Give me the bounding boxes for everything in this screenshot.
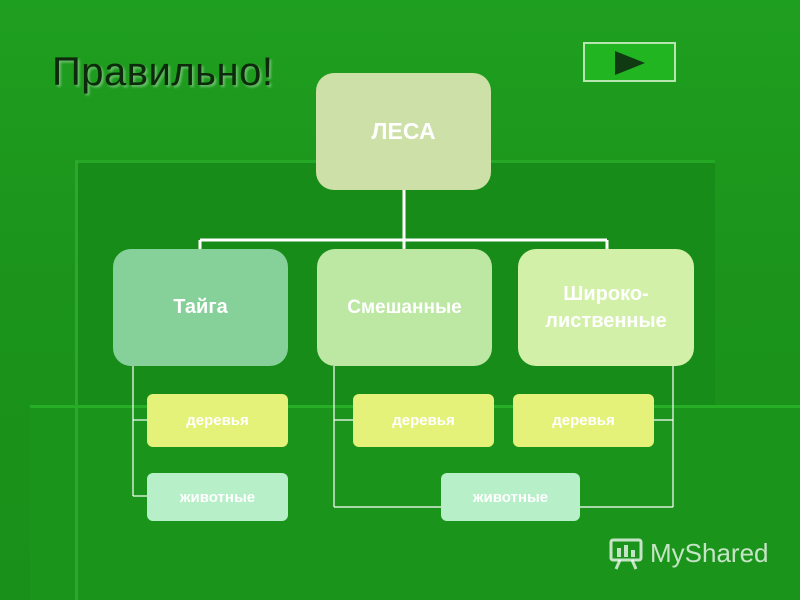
node-broadleaf-line1: Широко- xyxy=(563,282,649,305)
node-broadleaf-line2: лиственные xyxy=(545,309,667,332)
leaf-shared-animals: животные xyxy=(441,473,580,521)
presentation-board-icon xyxy=(609,538,643,570)
node-taiga: Тайга xyxy=(113,249,288,366)
leaf-taiga-trees: деревья xyxy=(147,394,288,447)
slide-title: Правильно! xyxy=(52,50,274,94)
watermark: MyShared xyxy=(608,536,769,570)
background-stripe xyxy=(75,160,78,600)
watermark-text: MyShared xyxy=(650,537,769,568)
leaf-taiga-animals: животные xyxy=(147,473,288,521)
leaf-broadleaf-trees: деревья xyxy=(513,394,654,447)
play-triangle-icon xyxy=(615,51,645,75)
leaf-mixed-trees: деревья xyxy=(353,394,494,447)
node-forests: ЛЕСА xyxy=(316,73,491,190)
node-mixed: Смешанные xyxy=(317,249,492,366)
next-slide-button[interactable] xyxy=(583,42,676,82)
node-broadleaf: Широко- лиственные xyxy=(518,249,694,366)
